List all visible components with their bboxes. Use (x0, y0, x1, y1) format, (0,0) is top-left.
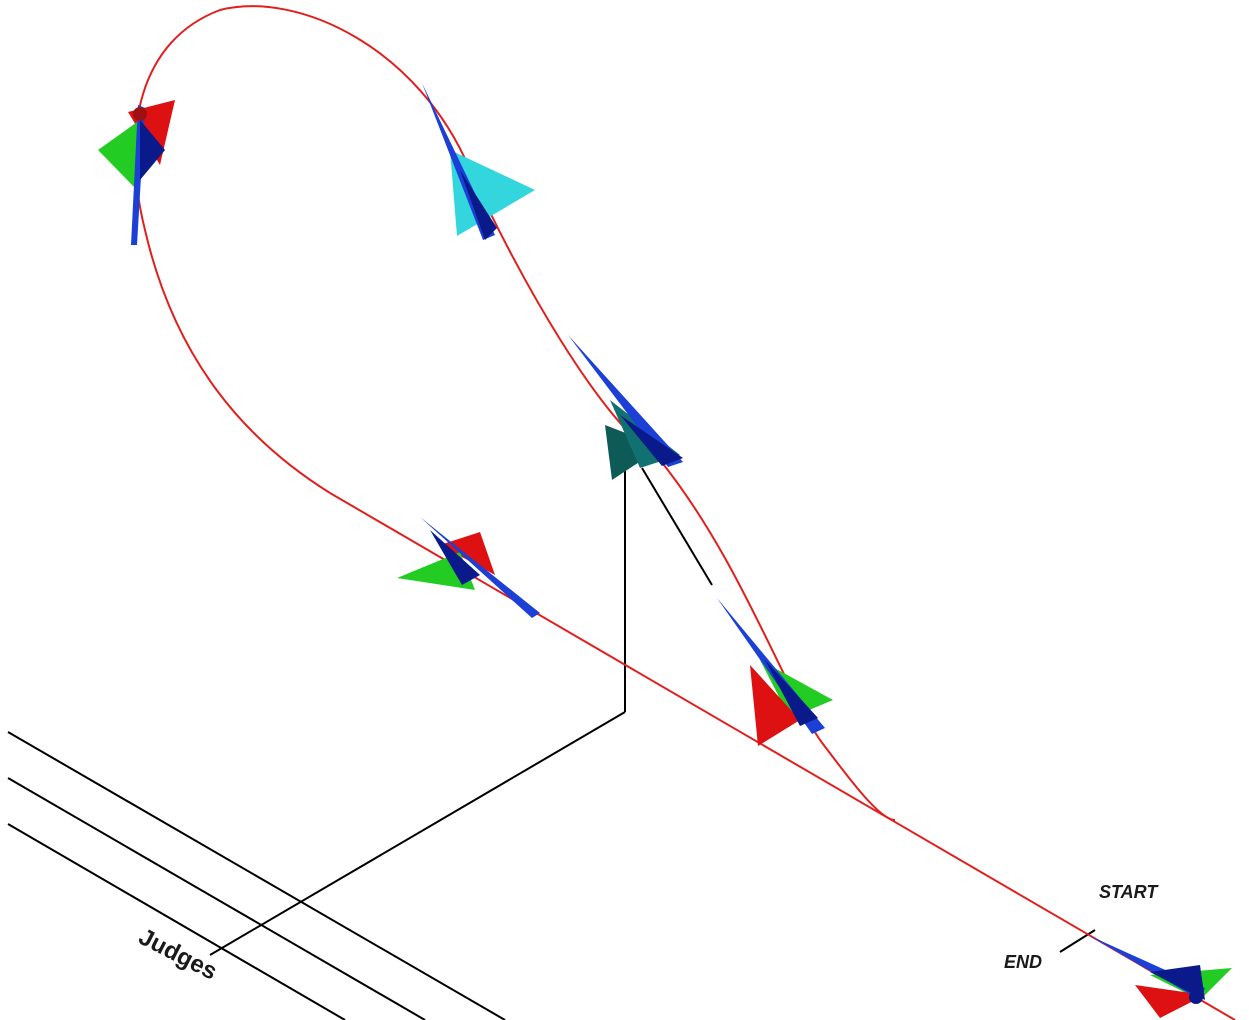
aircraft-loop-exit (397, 517, 540, 618)
flight-path-long-line (329, 492, 1236, 1020)
ground-lines (7, 731, 506, 1020)
fuselage-shadow-icon (765, 660, 818, 726)
ground-line-3 (7, 823, 346, 1020)
fuselage-shadow-icon (620, 415, 683, 466)
ground-line-2 (7, 777, 426, 1020)
start-end-pointer-line (1059, 929, 1096, 953)
wing-red-icon (1135, 985, 1205, 1018)
aircraft-vertical-up (568, 335, 683, 480)
fuselage-icon (568, 335, 683, 467)
fuselage-shadow-icon (430, 530, 480, 585)
projection-lines (209, 462, 1096, 956)
judges-sight-line (209, 711, 626, 956)
aircraft-top-descending (422, 83, 535, 240)
judges-label: Judges (134, 923, 221, 985)
engine-nozzle-icon (133, 107, 147, 121)
aircraft-start-end (1088, 935, 1232, 1018)
wing-red-icon (440, 532, 495, 575)
aircraft-loop-top-left (98, 100, 175, 245)
diagonal-reference-line (641, 467, 713, 586)
wing-red-icon (750, 665, 800, 746)
aircraft-entry-climb (717, 598, 833, 746)
engine-nozzle-icon (1189, 990, 1203, 1004)
ground-line-1 (7, 731, 506, 1020)
fuselage-shadow-icon (460, 170, 497, 240)
fuselage-shadow-icon (140, 120, 165, 180)
end-label: END (1004, 952, 1042, 972)
wing-cyan-icon (450, 150, 535, 236)
start-label: START (1099, 882, 1159, 902)
fuselage-shadow-icon (1150, 965, 1205, 1000)
flight-path (134, 5, 1236, 1020)
fuselage-icon (420, 517, 540, 618)
wing-green-icon (98, 120, 140, 188)
